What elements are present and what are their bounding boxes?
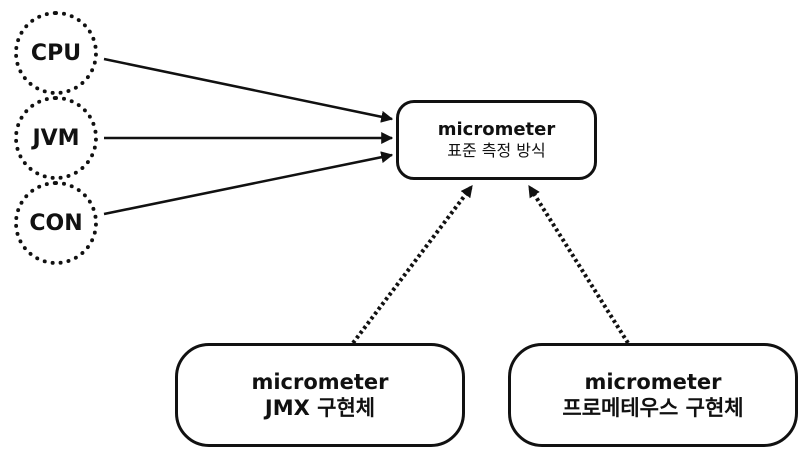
- standard-measurement-box: micrometer 표준 측정 방식: [396, 100, 597, 180]
- jmx-title: micrometer: [251, 369, 389, 394]
- arrow-jmx-to-standard: [351, 184, 474, 345]
- metric-label-jvm: JVM: [32, 125, 80, 151]
- arrow-prometheus-to-standard: [527, 184, 630, 345]
- prometheus-title: micrometer: [584, 369, 722, 394]
- prometheus-implementation-box: micrometer 프로메테우스 구현체: [508, 343, 798, 447]
- arrow-con-to-standard: [103, 151, 394, 216]
- prometheus-subtitle: 프로메테우스 구현체: [562, 396, 744, 420]
- metric-node-cpu: CPU: [14, 11, 98, 95]
- metric-node-con: CON: [14, 181, 98, 265]
- jmx-implementation-box: micrometer JMX 구현체: [175, 343, 465, 447]
- standard-title: micrometer: [437, 118, 556, 140]
- metric-label-con: CON: [29, 210, 83, 236]
- arrow-cpu-to-standard: [103, 57, 394, 123]
- metric-node-jvm: JVM: [14, 96, 98, 180]
- jmx-subtitle: JMX 구현체: [264, 396, 376, 420]
- metric-label-cpu: CPU: [30, 40, 82, 66]
- standard-subtitle: 표준 측정 방식: [447, 141, 546, 161]
